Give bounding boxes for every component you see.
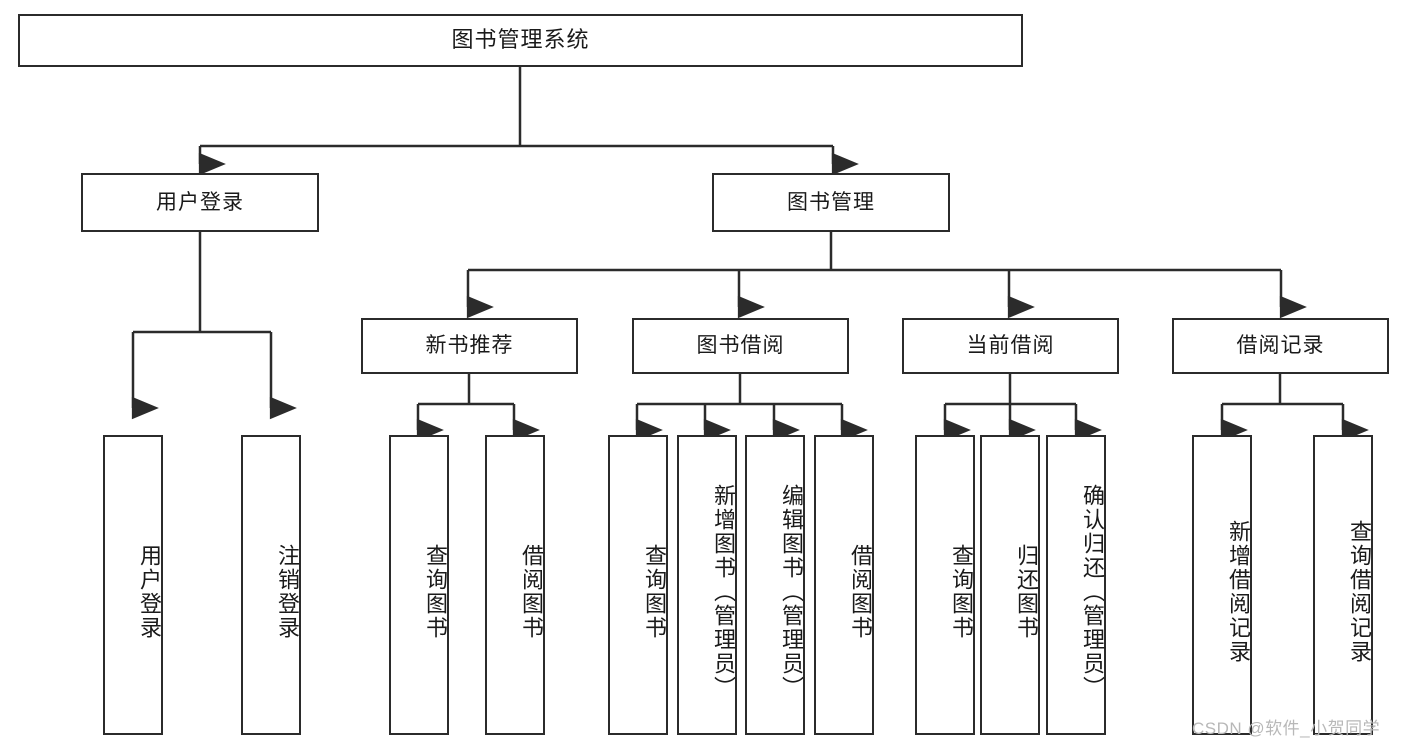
node-label: 用户登录 [137,544,162,640]
node-label: 新增借阅记录 [1226,520,1251,664]
node-root-library-system[interactable]: 图书管理系统 [18,14,1023,67]
leaf-borrow-borrow-book[interactable]: 借阅图书 [814,435,874,735]
leaf-recommend-query-book[interactable]: 查询图书 [389,435,449,735]
node-label: 查询图书 [642,544,667,640]
node-label: 图书管理 [787,190,875,214]
node-label: 确认归还（管理员） [1080,484,1105,700]
node-book-management[interactable]: 图书管理 [712,173,950,232]
leaf-current-return-book[interactable]: 归还图书 [980,435,1040,735]
node-book-borrow[interactable]: 图书借阅 [632,318,849,374]
leaf-current-query-book[interactable]: 查询图书 [915,435,975,735]
csdn-watermark: CSDN @软件_小贺同学 [1192,719,1381,738]
leaf-recommend-borrow-book[interactable]: 借阅图书 [485,435,545,735]
leaf-borrow-edit-book[interactable]: 编辑图书（管理员） [745,435,805,735]
node-user-login[interactable]: 用户登录 [81,173,319,232]
node-label: 借阅图书 [519,544,544,640]
node-label: 新增图书（管理员） [711,484,736,700]
node-label: 图书管理系统 [451,27,590,53]
leaf-record-query-record[interactable]: 查询借阅记录 [1313,435,1373,735]
node-label: 查询图书 [423,544,448,640]
leaf-user-login[interactable]: 用户登录 [103,435,163,735]
node-label: 新书推荐 [425,334,514,358]
node-label: 归还图书 [1014,544,1039,640]
node-label: 借阅图书 [848,544,873,640]
node-label: 用户登录 [156,190,244,214]
node-borrow-record[interactable]: 借阅记录 [1172,318,1389,374]
node-label: 查询图书 [949,544,974,640]
leaf-record-add-record[interactable]: 新增借阅记录 [1192,435,1252,735]
node-label: 当前借阅 [966,334,1055,358]
node-label: 借阅记录 [1236,334,1325,358]
leaf-current-confirm-return[interactable]: 确认归还（管理员） [1046,435,1106,735]
leaf-borrow-query-book[interactable]: 查询图书 [608,435,668,735]
node-current-borrow[interactable]: 当前借阅 [902,318,1119,374]
leaf-user-logout[interactable]: 注销登录 [241,435,301,735]
node-label: 图书借阅 [696,334,785,358]
node-label: 查询借阅记录 [1347,520,1372,664]
leaf-borrow-add-book[interactable]: 新增图书（管理员） [677,435,737,735]
node-new-book-recommend[interactable]: 新书推荐 [361,318,578,374]
node-label: 编辑图书（管理员） [779,484,804,700]
node-label: 注销登录 [275,544,300,640]
